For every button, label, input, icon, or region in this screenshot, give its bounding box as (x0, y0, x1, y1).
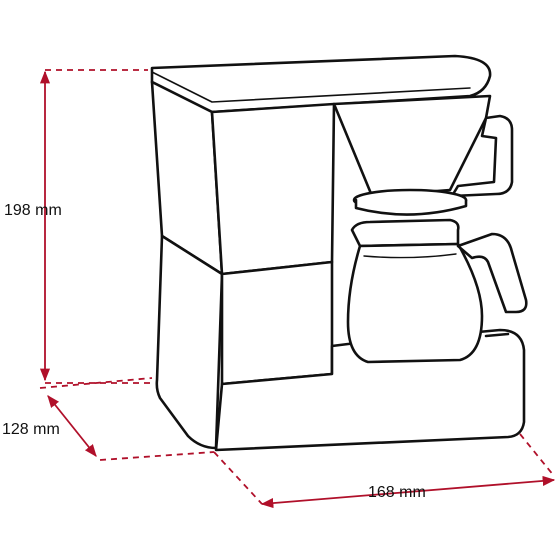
width-dimension-line (260, 475, 556, 509)
depth-dimension-line (47, 395, 97, 457)
width-label: 168 mm (368, 484, 426, 501)
carafe-lid (350, 218, 460, 248)
base-front (220, 260, 334, 386)
front-panel-upper (210, 102, 336, 276)
filter-holder-icon (332, 94, 492, 198)
depth-label: 128 mm (2, 421, 60, 438)
carafe-icon (346, 218, 528, 364)
dimension-lines (39, 69, 556, 509)
carafe-handle (456, 232, 528, 314)
carafe-body (346, 242, 484, 364)
height-label: 198 mm (4, 202, 62, 219)
coffee-maker-icon (150, 54, 528, 452)
base-side (155, 234, 224, 450)
